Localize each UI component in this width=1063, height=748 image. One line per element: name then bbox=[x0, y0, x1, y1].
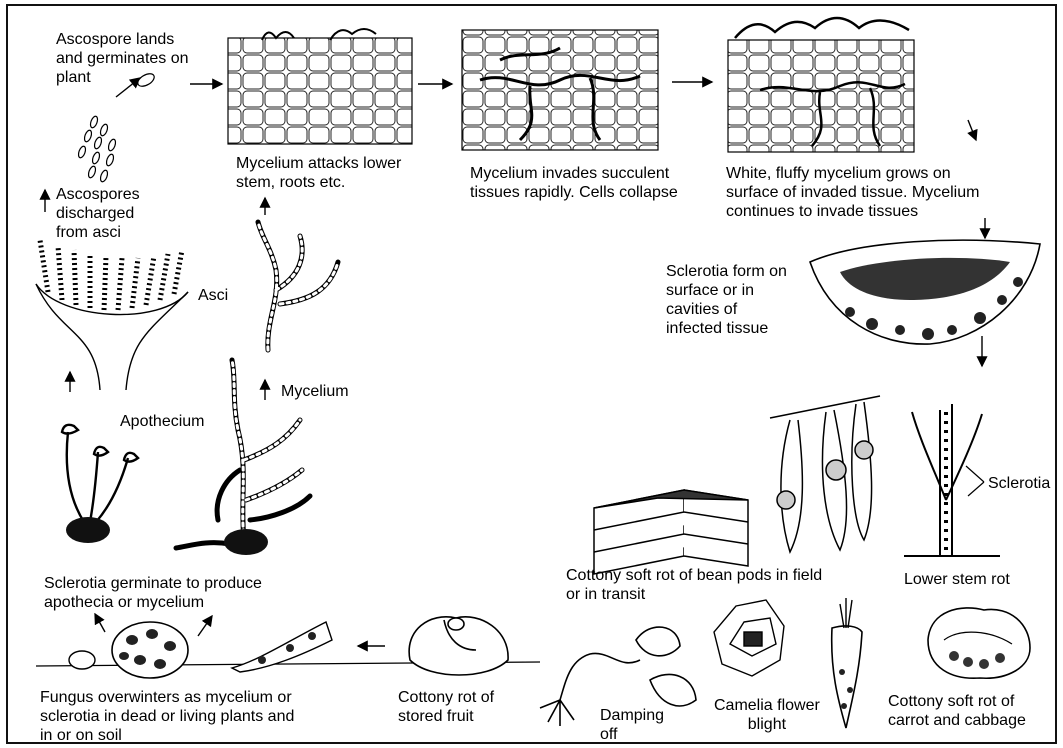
label-carrot-cabbage: Cottony soft rot of carrot and cabbage bbox=[888, 692, 1026, 730]
label-sclerotia-form: Sclerotia form on surface or in cavities… bbox=[666, 262, 787, 338]
bean-pods-drawing bbox=[770, 396, 880, 552]
label-cottony-stored: Cottony rot of stored fruit bbox=[398, 688, 494, 726]
asci-drawing bbox=[36, 240, 188, 390]
stored-fruit-drawing bbox=[409, 617, 508, 675]
label-cottony-bean: Cottony soft rot of bean pods in field o… bbox=[566, 566, 822, 604]
fluffy-mycelium-drawing bbox=[728, 18, 914, 152]
invaded-tissue-drawing bbox=[462, 30, 658, 150]
arrow-to-apothecia bbox=[95, 614, 105, 632]
label-apothecium: Apothecium bbox=[120, 412, 205, 431]
sclerotia-tissue-drawing bbox=[810, 240, 1040, 344]
label-white-fluffy: White, fluffy mycelium grows on surface … bbox=[726, 164, 979, 221]
stem-rot-drawing bbox=[904, 404, 1000, 556]
label-sclerotia-germinate: Sclerotia germinate to produce apothecia… bbox=[44, 574, 262, 612]
label-mycelium: Mycelium bbox=[281, 382, 349, 401]
camelia-drawing bbox=[714, 600, 784, 676]
label-sclerotia: Sclerotia bbox=[988, 474, 1050, 493]
bean-crate-drawing bbox=[594, 490, 748, 574]
label-fungus-overwinters: Fungus overwinters as mycelium or sclero… bbox=[40, 688, 294, 745]
label-camelia: Camelia flower blight bbox=[714, 696, 820, 734]
label-lower-stem-rot: Lower stem rot bbox=[904, 570, 1010, 589]
label-ascospore-lands: Ascospore lands and germinates on plant bbox=[56, 30, 189, 87]
label-asci: Asci bbox=[198, 286, 228, 305]
cabbage-drawing bbox=[928, 608, 1030, 678]
stem-tissue-drawing bbox=[228, 29, 412, 144]
label-mycelium-invades: Mycelium invades succulent tissues rapid… bbox=[470, 164, 678, 202]
carrot-drawing bbox=[832, 598, 862, 728]
arrow-to-mycelium bbox=[198, 616, 212, 636]
ascospores-drawing bbox=[77, 71, 156, 182]
apothecia-drawing bbox=[62, 425, 138, 543]
arrow-down-1 bbox=[968, 120, 976, 140]
label-ascospores-discharged: Ascospores discharged from asci bbox=[56, 185, 140, 242]
label-mycelium-attacks: Mycelium attacks lower stem, roots etc. bbox=[236, 154, 401, 192]
label-damping-off: Damping off bbox=[600, 706, 664, 744]
sclerotia-pointer bbox=[966, 466, 984, 496]
